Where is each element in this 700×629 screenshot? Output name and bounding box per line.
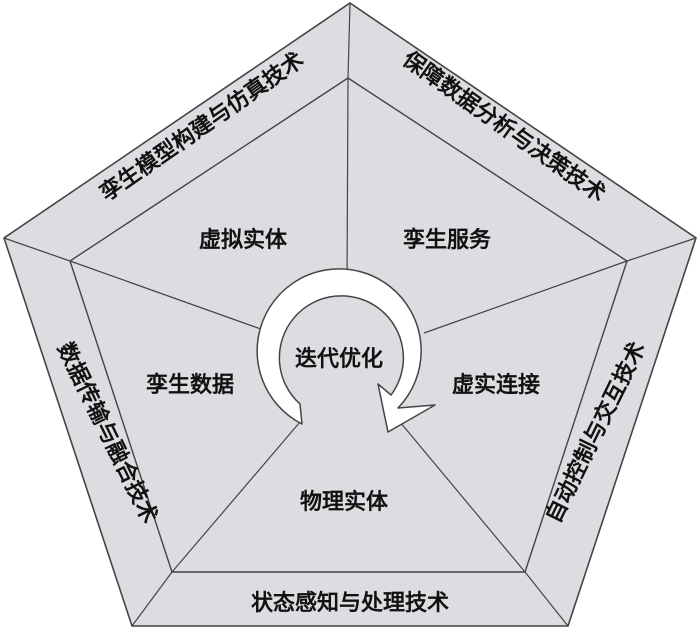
ring-connector-right [626,237,697,262]
ring-connector-bottom-right [524,571,569,627]
ring-connector-bottom-left [131,571,173,627]
divider-left [69,260,273,334]
inner-label-twin-service: 孪生服务 [403,227,492,253]
inner-pentagon [69,77,628,573]
inner-label-twin-data: 孪生数据 [146,372,234,398]
inner-label-virtual-real-connection: 虚实连接 [452,372,540,398]
ring-connector-left [3,237,71,262]
divider-bottom-left [171,421,301,573]
divider-top [346,77,349,287]
divider-bottom-right [389,409,526,573]
inner-label-virtual-entity: 虚拟实体 [199,227,288,253]
inner-label-physical-entity: 物理实体 [300,489,389,515]
divider-right [423,260,628,334]
center-label-iterative-optimization: 迭代优化 [295,346,383,372]
ring-connector-top [347,2,351,79]
center-cycle-arrow-icon [256,268,436,433]
outer-label-bottom: 状态感知与处理技术 [251,590,449,616]
